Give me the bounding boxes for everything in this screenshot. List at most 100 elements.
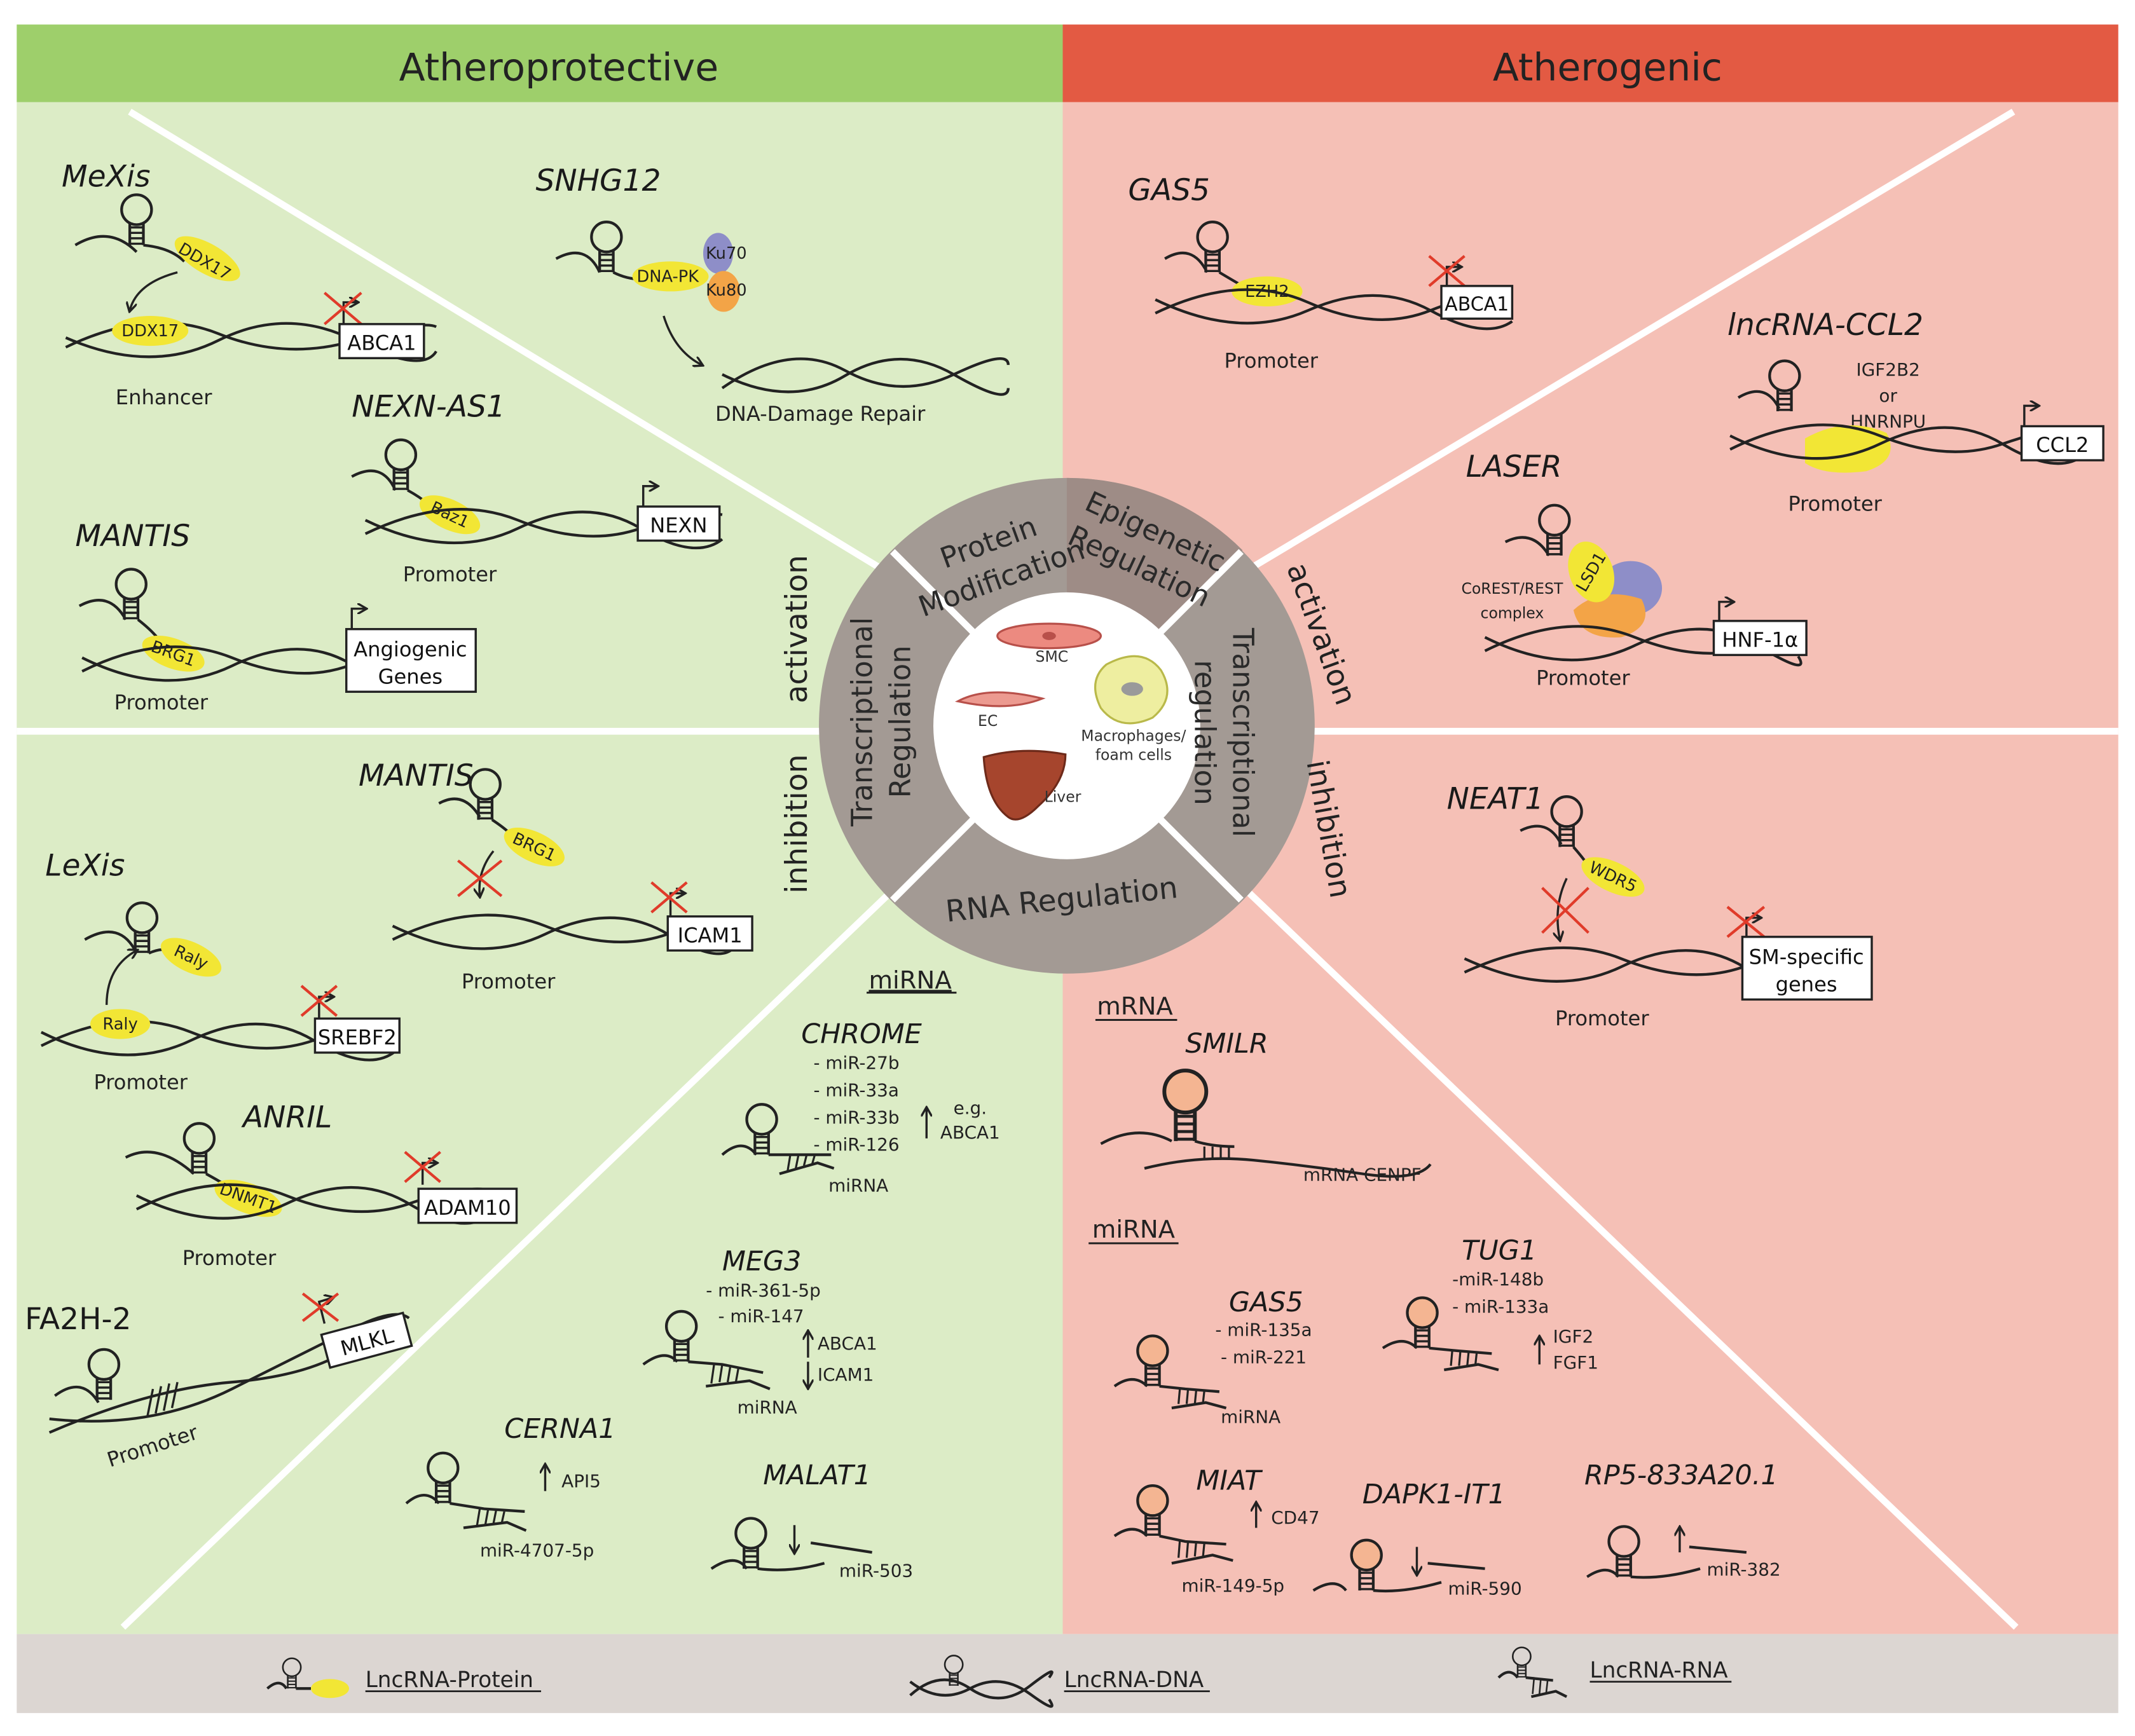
gas5-top-name: GAS5 (1128, 173, 1210, 208)
neat1-wdr5-protein (1581, 857, 1645, 897)
macrophage-label-1: Macrophages/ (1081, 727, 1186, 744)
anril-region-label: Promoter (182, 1246, 277, 1270)
gas5-abca1-label: ABCA1 (1445, 293, 1509, 315)
fa2h2-module: FA2H-2 Promoter MLKL (25, 1292, 413, 1472)
anril-module: ANRIL DNMT1 Promoter ADAM10 (125, 1100, 518, 1270)
ec-cell-icon (954, 691, 1046, 707)
malat1-mir-label: miR-503 (839, 1561, 913, 1582)
laser-complex-label-2: complex (1481, 605, 1544, 622)
snhg12-module: SNHG12 DNA-PK Ku70 Ku80 DNA-Damage Repai… (535, 163, 1010, 426)
icam1-gene-box (666, 915, 753, 952)
legend-rna-label: LncRNA-RNA (1590, 1658, 1729, 1683)
atherogenic-header (1062, 24, 2118, 102)
mechanism-inhibition-left: inhibition (779, 754, 814, 893)
divider-top-left (128, 109, 956, 616)
mantis-inhibition-module: MANTIS BRG1 Promoter ICAM1 (359, 758, 753, 994)
meg3-up-gene: ABCA1 (818, 1333, 877, 1354)
gas5-epigenetic-module: GAS5 EZH2 Promoter ABCA1 (1128, 173, 1514, 372)
angiogenic-genes-label-2: Genes (378, 664, 443, 688)
tug1-mir-1: -miR-148b (1452, 1269, 1544, 1290)
mantis-top-region: Promoter (114, 690, 209, 714)
chrome-mir-4: - miR-126 (813, 1134, 899, 1155)
gas5-top-region: Promoter (1225, 348, 1319, 372)
mexis-ddx17-bound (112, 315, 189, 346)
angiogenic-genes-box (345, 627, 477, 693)
legend: LncRNA-Protein LncRNA-DNA LncRNA-RNA (266, 1646, 1732, 1708)
miat-up-gene: CD47 (1271, 1507, 1319, 1528)
left-mirna-title: miRNA (868, 966, 952, 995)
ccl2-protein-2: or (1879, 385, 1897, 406)
divider-bottom-right (1210, 855, 2019, 1630)
lexis-raly-bound (90, 1009, 151, 1039)
ccl2-protein-1: IGF2B2 (1857, 359, 1920, 380)
legend-protein-label: LncRNA-Protein (366, 1667, 533, 1693)
nexn-baz1-protein (419, 495, 481, 535)
liver-icon (982, 749, 1067, 821)
legend-rna-icon (1497, 1646, 1568, 1698)
tug1-effect-2: FGF1 (1553, 1352, 1598, 1373)
sm-specific-genes-label-1: SM-specific (1749, 945, 1864, 969)
smilr-mrna-label: mRNA CENPF (1303, 1164, 1422, 1185)
lncrna-ccl2-module: lncRNA-CCL2 IGF2B2 or HNRNPU Promoter CC… (1727, 308, 2104, 516)
ring-label-transcriptional-left-2: Regulation (884, 645, 917, 798)
ku80-protein (707, 271, 740, 312)
dapk1-name: DAPK1-IT1 (1363, 1479, 1506, 1510)
ku70-label: Ku70 (706, 244, 747, 263)
ccl2-name: lncRNA-CCL2 (1727, 308, 1923, 343)
mechanism-activation-left: activation (779, 555, 814, 703)
adam10-gene-box (417, 1187, 518, 1224)
dapk1-mir-label: miR-590 (1448, 1578, 1521, 1599)
snhg12-dnapk-protein (632, 261, 709, 292)
rp5-name: RP5-833A20.1 (1584, 1459, 1778, 1491)
hnf1a-gene-box (1712, 620, 1808, 657)
mantis-bottom-region: Promoter (462, 969, 556, 994)
mexis-gene-box (338, 323, 425, 360)
gas5-abca1-box (1440, 285, 1514, 320)
sm-specific-genes-label-2: genes (1776, 973, 1837, 997)
gas5-rna-mir-1: - miR-135a (1215, 1319, 1312, 1340)
gas5-rna-mir-2: - miR-221 (1221, 1346, 1307, 1367)
mlkl-gene-box (320, 1311, 413, 1369)
gas5-rna-mirna-label: miRNA (1221, 1407, 1280, 1428)
liver-label: Liver (1045, 788, 1081, 806)
miat-name: MIAT (1196, 1465, 1263, 1497)
smilr-name: SMILR (1185, 1028, 1268, 1060)
rp5-mir-label: miR-382 (1706, 1559, 1780, 1580)
meg3-down-gene: ICAM1 (818, 1364, 874, 1385)
snhg12-name: SNHG12 (535, 163, 661, 198)
meg3-mir-2: - miR-147 (718, 1306, 804, 1327)
lexis-name: LeXis (45, 848, 125, 883)
meg3-mirna-label: miRNA (738, 1397, 797, 1418)
atheroprotective-header (17, 24, 1063, 102)
meg3-name: MEG3 (722, 1246, 801, 1278)
lexis-region-label: Promoter (94, 1070, 188, 1095)
ccl2-gene-box (2020, 425, 2104, 461)
malat1-name: MALAT1 (763, 1459, 871, 1491)
chrome-effect-1: e.g. (954, 1097, 987, 1118)
mexis-region-label: Enhancer (116, 385, 212, 409)
ccl2-gene-label: CCL2 (2036, 433, 2089, 457)
cerna1-mir-label: miR-4707-5p (480, 1540, 594, 1561)
neat1-module: NEAT1 WDR5 Promoter SM-specific genes (1447, 781, 1873, 1030)
cerna1-name: CERNA1 (504, 1413, 615, 1445)
ccl2-protein-blob (1804, 425, 1891, 473)
mantis-brg1-protein (142, 635, 205, 672)
mantis-bottom-name: MANTIS (359, 758, 474, 793)
mexis-gene-label: ABCA1 (347, 331, 416, 355)
icam1-gene-label: ICAM1 (678, 923, 743, 947)
ring-label-transcriptional-left-1: Transcriptional (846, 617, 879, 827)
srebf2-gene-box (313, 1017, 401, 1054)
section-dividers (17, 109, 2118, 1630)
gas5-rna-name: GAS5 (1229, 1287, 1303, 1318)
hnf1a-gene-label: HNF-1α (1722, 628, 1798, 652)
anril-dnmt1-protein (214, 1179, 282, 1217)
right-rna-section: mRNA SMILR mRNA CENPF miRNA GAS5 - miR-1… (1088, 992, 1781, 1599)
lexis-module: LeXis Raly Raly Promoter SREBF2 (40, 848, 401, 1095)
chrome-mirna-label: miRNA (828, 1175, 888, 1196)
miat-mir-label: miR-149-5p (1181, 1575, 1284, 1596)
ring-label-transcriptional-right-1: Transcriptional (1226, 627, 1260, 837)
nexn-as1-name: NEXN-AS1 (352, 390, 505, 425)
angiogenic-genes-label-1: Angiogenic (354, 638, 467, 662)
left-rna-section: miRNA CHROME - miR-27b - miR-33a - miR-3… (405, 966, 1000, 1582)
laser-complex-label-1: CoREST/REST (1461, 580, 1563, 598)
